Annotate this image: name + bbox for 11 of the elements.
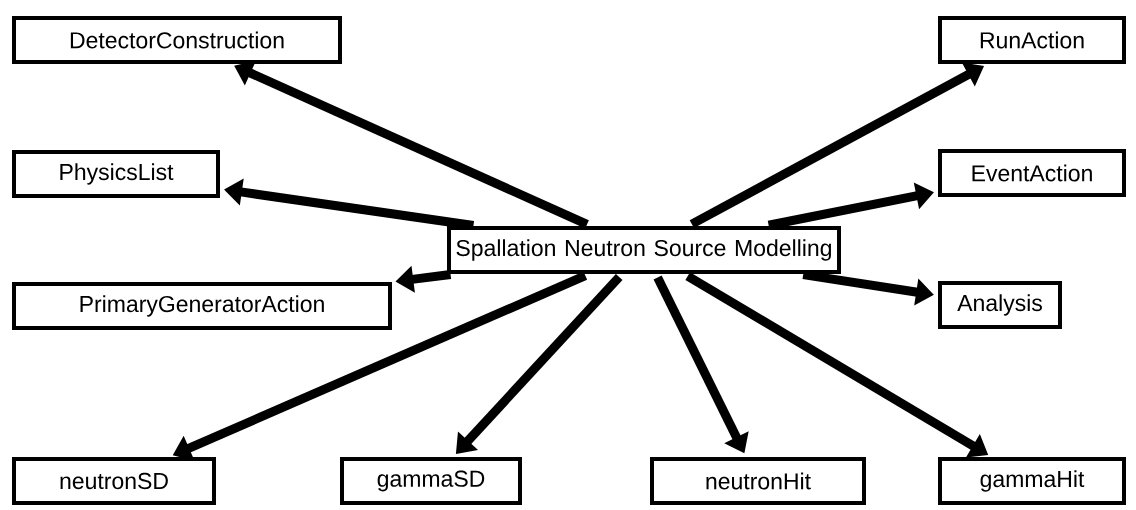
module-box: PhysicsList bbox=[12, 150, 220, 198]
module-box: Analysis bbox=[938, 281, 1062, 329]
module-box: DetectorConstruction bbox=[12, 16, 342, 64]
module-box: EventAction bbox=[938, 149, 1126, 197]
module-box: RunAction bbox=[938, 16, 1126, 64]
module-box: PrimaryGeneratorAction bbox=[12, 282, 392, 330]
module-box: neutronHit bbox=[650, 457, 866, 505]
module-box: gammaSD bbox=[340, 457, 522, 505]
module-box: gammaHit bbox=[938, 457, 1126, 505]
module-box: neutronSD bbox=[12, 457, 216, 505]
title-box: Spallation Neutron Source Modelling bbox=[447, 226, 841, 274]
